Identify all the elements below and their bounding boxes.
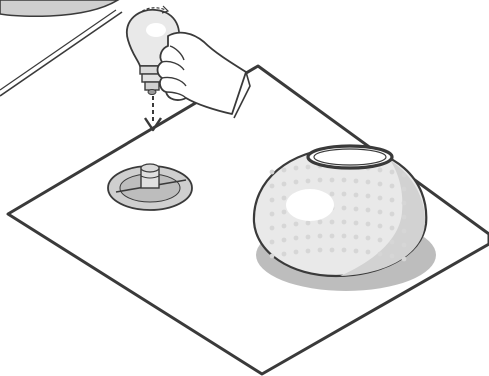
previous-step-panel xyxy=(0,0,122,96)
